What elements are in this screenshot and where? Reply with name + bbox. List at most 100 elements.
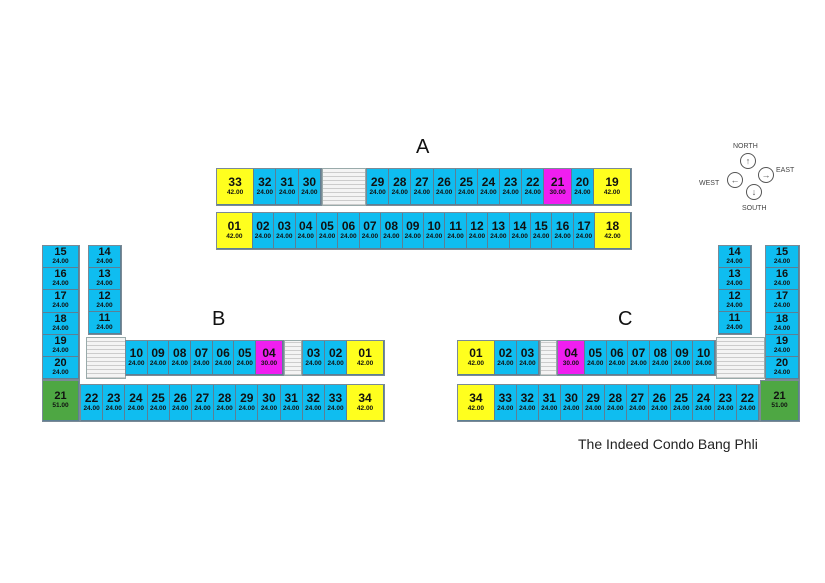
building-c-core-stairs: [716, 337, 765, 379]
unit-number: 23: [718, 391, 733, 405]
unit-area: 24.00: [695, 360, 712, 367]
unit-area: 24.00: [105, 405, 122, 412]
unit-number: 09: [675, 346, 689, 360]
unit-number: 05: [320, 219, 334, 233]
unit-area: 24.00: [260, 405, 278, 412]
unit-number: 13: [98, 268, 111, 280]
unit-number: 04: [262, 346, 276, 360]
unit-area: 24.00: [519, 360, 536, 367]
unit-number: 21: [54, 390, 67, 402]
unit-area: 24.00: [96, 258, 113, 265]
unit-number: 15: [534, 219, 548, 233]
unit-area: 42.00: [603, 189, 621, 196]
unit-area: 24.00: [172, 405, 189, 412]
unit-number: 32: [306, 391, 320, 405]
unit-number: 10: [427, 219, 441, 233]
unit-number: 05: [588, 346, 602, 360]
unit-area: 24.00: [695, 405, 712, 412]
unit-area: 24.00: [318, 233, 336, 240]
unit-number: 27: [195, 391, 210, 405]
unit-area: 24.00: [149, 405, 167, 412]
unit-number: 14: [728, 246, 741, 258]
north-arrow-icon: ↑: [740, 153, 756, 169]
unit-number: 28: [217, 391, 232, 405]
unit-number: 20: [775, 356, 789, 369]
unit-number: 32: [520, 391, 534, 405]
unit-area: 42.00: [226, 233, 243, 240]
unit-area: 24.00: [413, 189, 431, 196]
unit-number: 24: [481, 175, 496, 189]
unit-area: 24.00: [726, 324, 743, 331]
unit-area: 24.00: [236, 360, 253, 367]
unit-area: 24.00: [361, 233, 379, 240]
unit-number: 22: [84, 391, 99, 405]
unit-area: 24.00: [511, 233, 528, 240]
building-b-label: B: [212, 308, 226, 330]
unit-number: 17: [577, 219, 591, 233]
unit-number: 11: [449, 219, 462, 233]
unit-number: 12: [728, 290, 741, 302]
unit-number: 23: [503, 175, 518, 189]
unit-number: 17: [54, 290, 67, 303]
unit-number: 18: [605, 219, 620, 233]
project-caption: The Indeed Condo Bang Phli: [578, 436, 758, 452]
unit-number: 19: [605, 175, 619, 189]
unit-number: 31: [542, 391, 556, 405]
unit-number: 26: [652, 391, 667, 405]
unit-area: 24.00: [52, 368, 69, 376]
unit-number: 04: [299, 219, 313, 233]
unit-number: 02: [498, 346, 513, 360]
unit-number: 02: [328, 346, 343, 360]
unit-area: 24.00: [607, 405, 624, 412]
unit-area: 24.00: [673, 360, 691, 367]
unit-number: 28: [393, 175, 407, 189]
unit-area: 24.00: [193, 360, 210, 367]
unit-number: 33: [498, 391, 512, 405]
unit-area: 24.00: [383, 233, 400, 240]
unit-area: 24.00: [541, 405, 558, 412]
unit-area: 24.00: [554, 233, 571, 240]
unit-area: 24.00: [717, 405, 734, 412]
unit-area: 30.00: [260, 360, 278, 367]
unit-number: 23: [107, 391, 121, 405]
unit-area: 24.00: [52, 280, 69, 288]
unit-area: 24.00: [301, 189, 318, 196]
unit-area: 42.00: [226, 189, 244, 196]
